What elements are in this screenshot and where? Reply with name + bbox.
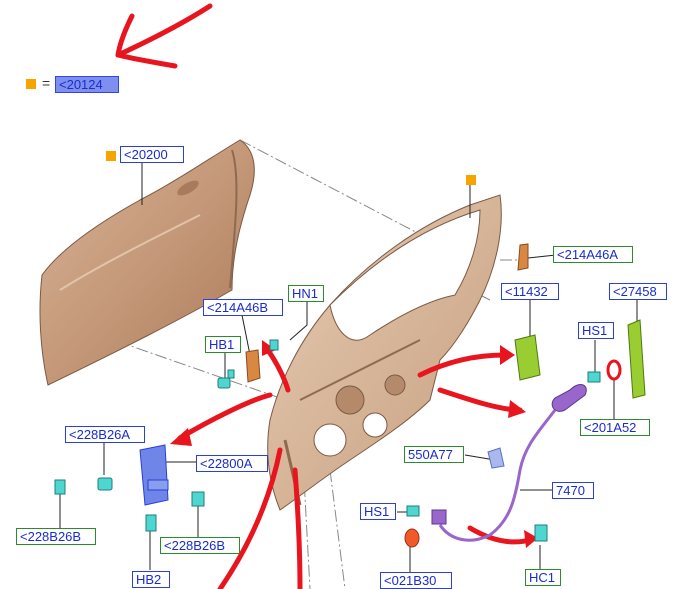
outer-door-panel (39, 139, 255, 386)
callout-11432[interactable]: <11432 (501, 283, 559, 300)
red-arrowheads (170, 340, 538, 548)
legend-equals: = (42, 75, 51, 91)
callout-550A77[interactable]: 550A77 (404, 446, 464, 463)
marker-icon (466, 175, 476, 185)
parts (54, 243, 646, 548)
callout-228B26A[interactable]: <228B26A (65, 426, 145, 443)
callout-021B30[interactable]: <021B30 (380, 572, 452, 589)
hand-drawn-arrow (115, 3, 213, 69)
callout-228B26B-right[interactable]: <228B26B (160, 537, 240, 554)
legend-marker-icon (26, 79, 36, 89)
callout-201A52[interactable]: <201A52 (580, 419, 650, 436)
callout-HB2[interactable]: HB2 (132, 571, 170, 588)
callout-20200[interactable]: <20200 (120, 146, 184, 163)
inner-door-frame (267, 194, 502, 511)
callout-214A46B[interactable]: <214A46B (203, 299, 283, 316)
callout-27458[interactable]: <27458 (609, 283, 667, 300)
leader-lines (59, 162, 638, 572)
callout-HS1-upper[interactable]: HS1 (578, 322, 614, 339)
callout-22800A[interactable]: <22800A (196, 455, 268, 472)
callout-HB1[interactable]: HB1 (205, 336, 241, 353)
callout-HC1[interactable]: HC1 (525, 569, 561, 586)
callout-HN1[interactable]: HN1 (288, 285, 324, 302)
marker-icon (106, 151, 116, 161)
legend-callout[interactable]: <20124 (55, 76, 119, 93)
callout-7470[interactable]: 7470 (552, 482, 594, 499)
callout-228B26B-left[interactable]: <228B26B (16, 528, 96, 545)
callout-HS1-lower[interactable]: HS1 (360, 503, 396, 520)
callout-214A46A[interactable]: <214A46A (553, 246, 633, 263)
